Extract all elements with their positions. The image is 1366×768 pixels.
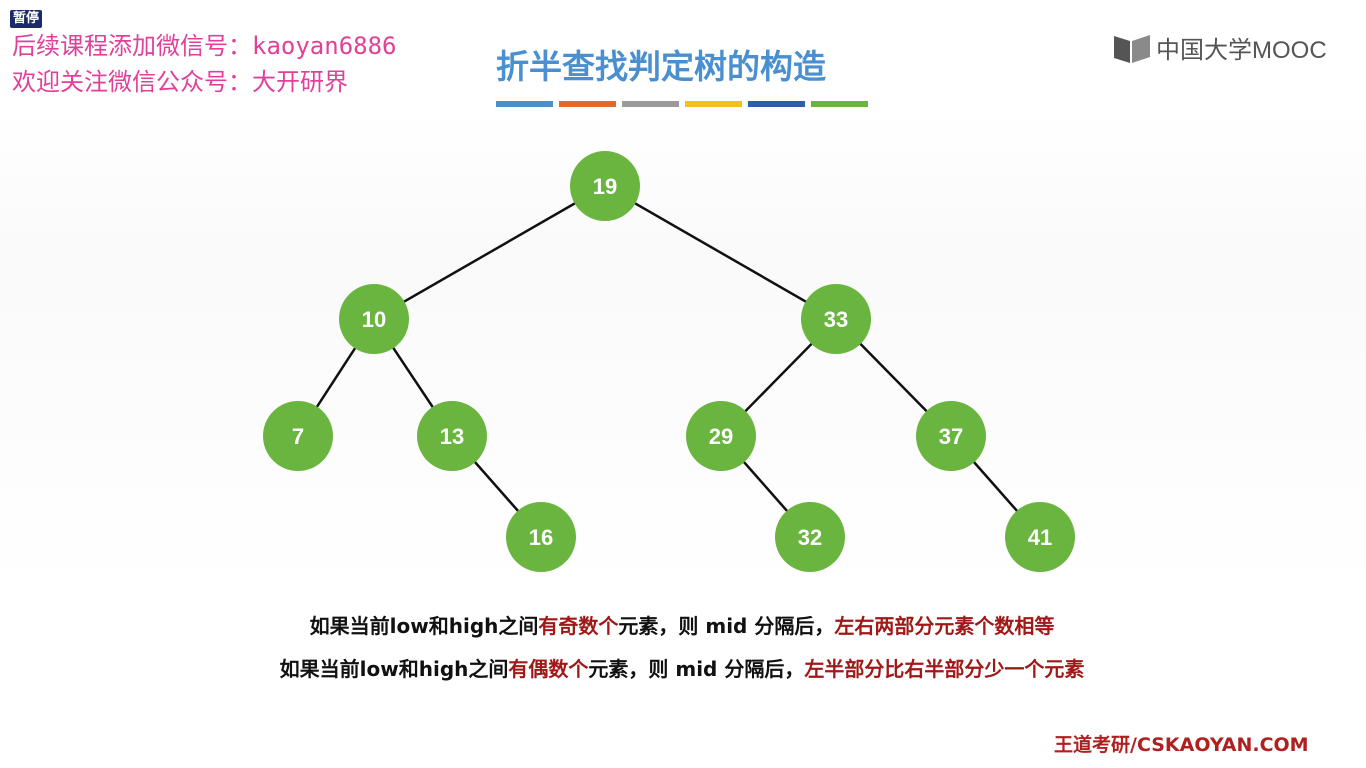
tree-node-33: 33 [801,284,871,354]
tree-node-10: 10 [339,284,409,354]
tree-node-label: 41 [1028,525,1052,550]
tree-node-41: 41 [1005,502,1075,572]
title-bar [685,101,742,107]
pause-indicator[interactable]: 暂停 [10,10,43,28]
tree-node-circle [506,502,576,572]
tree-node-circle [417,401,487,471]
mooc-logo: 中国大学MOOC [1112,30,1327,65]
caption1-highlight-equal: 左右两部分元素个数相等 [834,614,1055,638]
tree-node-circle [801,284,871,354]
tree-node-circle [263,401,333,471]
tree-node-label: 10 [362,307,386,332]
tree-nodes: 19 10 33 7 13 29 37 16 32 41 [263,151,1075,572]
mooc-book-icon [1114,34,1150,63]
tree-node-label: 33 [824,307,848,332]
slide-title: 折半查找判定树的构造 [496,47,826,86]
tree-edge-19-10 [373,184,606,321]
title-bar [496,101,553,107]
title-bar [748,101,805,107]
tree-node-circle [570,151,640,221]
tree-node-16: 16 [506,502,576,572]
tree-node-circle [1005,502,1075,572]
caption-odd-elements: 如果当前low和high之间有奇数个元素，则 mid 分隔后，左右两部分元素个数… [0,610,1365,639]
tree-node-label: 16 [529,525,553,550]
tree-node-13: 13 [417,401,487,471]
title-color-bars [496,101,868,107]
caption2-text-b: 元素，则 mid 分隔后， [588,657,805,681]
tree-node-label: 37 [939,424,963,449]
tree-node-circle [916,401,986,471]
caption1-highlight-odd: 有奇数个 [538,614,619,638]
tree-node-circle [686,401,756,471]
caption1-text-b: 元素，则 mid 分隔后， [618,614,835,638]
tree-node-7: 7 [263,401,333,471]
title-bar [622,101,679,107]
caption-even-elements: 如果当前low和high之间有偶数个元素，则 mid 分隔后，左半部分比右半部分… [0,653,1365,682]
tree-node-label: 7 [292,424,304,449]
caption2-text-a: 如果当前low和high之间 [279,657,509,681]
tree-node-37: 37 [916,401,986,471]
tree-edges [296,184,1041,538]
footer-brand: 王道考研/CSKAOYAN.COM [1054,734,1309,756]
tree-node-32: 32 [775,502,845,572]
title-bar [811,101,868,107]
watermark-wechat-id: 后续课程添加微信号：kaoyan6886 [12,32,397,60]
caption1-text-a: 如果当前low和high之间 [309,614,539,638]
tree-node-label: 29 [709,424,733,449]
tree-node-circle [339,284,409,354]
tree-node-label: 19 [593,174,617,199]
tree-edge-19-33 [604,184,837,321]
tree-node-19: 19 [570,151,640,221]
caption2-highlight-left-smaller: 左半部分比右半部分少一个元素 [804,657,1085,681]
tree-node-label: 32 [798,525,822,550]
tree-node-label: 13 [440,424,464,449]
watermark-wechat-account: 欢迎关注微信公众号：大开研界 [12,68,348,96]
title-bar [559,101,616,107]
caption2-highlight-even: 有偶数个 [508,657,589,681]
tree-node-circle [775,502,845,572]
tree-node-29: 29 [686,401,756,471]
mooc-logo-text: 中国大学MOOC [1156,37,1327,64]
